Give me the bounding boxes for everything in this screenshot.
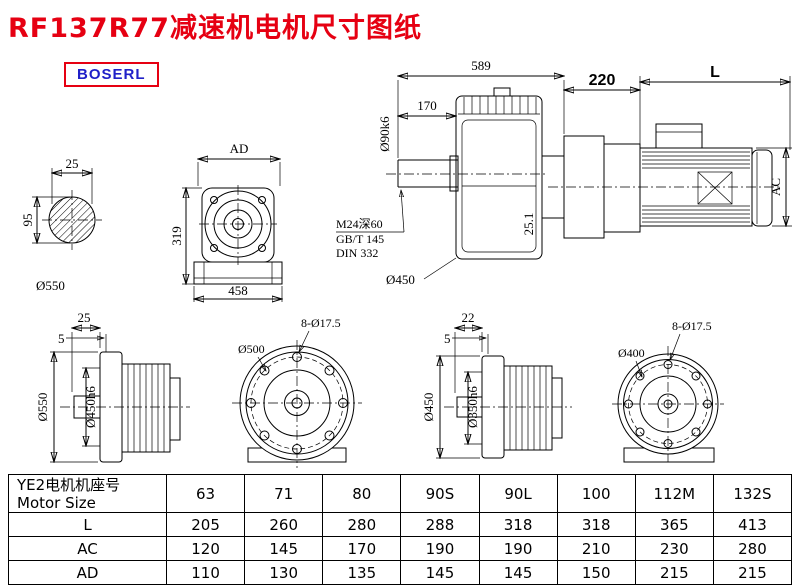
reducer-front-view: AD 319 458: [169, 141, 282, 302]
size-col: 132S: [712, 474, 793, 513]
table-cell: 365: [634, 512, 714, 537]
page-title: RF137R77减速机电机尺寸图纸: [8, 13, 422, 44]
table-cell: 145: [244, 536, 324, 561]
ff1-boltcircle-label: Ø500: [238, 342, 265, 356]
key-dim-label: 25.1: [521, 213, 536, 236]
row-label: AC: [8, 536, 167, 561]
ff2-dia-label: Ø400: [618, 346, 645, 360]
motor-size-header: YE2电机机座号 Motor Size: [8, 474, 167, 513]
dim-95-label: 95: [20, 214, 35, 227]
table-cell: 120: [165, 536, 246, 561]
shaft-section-view: 25 95 Ø550: [20, 156, 102, 293]
fs2-dia-spigot-label: Ø350h6: [465, 386, 480, 428]
fs1-dim1-label: 25: [78, 310, 91, 325]
table-cell: 210: [556, 536, 636, 561]
reducer-side-view: 589 170 Ø90k6: [336, 58, 564, 287]
dim-319-label: 319: [169, 226, 184, 246]
thread-note-3: DIN 332: [336, 246, 378, 260]
fs1-dim2-label: 5: [58, 331, 65, 346]
table-cell: 215: [634, 560, 714, 585]
size-col: 100: [556, 474, 636, 513]
table-cell: 413: [712, 512, 793, 537]
table-cell: 130: [244, 560, 324, 585]
table-cell: 205: [165, 512, 246, 537]
table-cell: 280: [712, 536, 793, 561]
thread-note-1: M24深60: [336, 217, 383, 231]
row-label: AD: [8, 560, 167, 585]
size-col: 90S: [400, 474, 480, 513]
size-col: 112M: [634, 474, 714, 513]
flange-side-view-1: 25 5 Ø550 Ø450h6: [35, 310, 190, 462]
table-cell: 135: [322, 560, 402, 585]
table-cell: 150: [556, 560, 636, 585]
dim-L-label: L: [710, 64, 720, 81]
flange-front-view-1: 8-Ø17.5 Ø500: [232, 316, 362, 468]
size-col: 63: [165, 474, 246, 513]
flange-front-view-2: 8-Ø17.5 Ø400: [612, 319, 724, 463]
brand-logo: BOSERL: [64, 62, 159, 87]
motor-size-header-cn: YE2电机机座号: [17, 475, 121, 494]
size-col: 80: [322, 474, 402, 513]
table-cell: 318: [556, 512, 636, 537]
thread-note-2: GB/T 145: [336, 232, 384, 246]
dim-589-label: 589: [471, 58, 491, 73]
fs2-dia-outer-label: Ø450: [421, 393, 436, 422]
table-cell: 280: [322, 512, 402, 537]
flange-dia-label: Ø450: [386, 272, 415, 287]
dim-170-label: 170: [417, 98, 437, 113]
table-cell: 260: [244, 512, 324, 537]
table-cell: 170: [322, 536, 402, 561]
motor-side-view: 220 L AC: [541, 64, 792, 239]
fs1-dia-outer-label: Ø550: [35, 393, 50, 422]
ff2-holes-label: 8-Ø17.5: [672, 319, 712, 333]
flange-side-view-2: 22 5 Ø450 Ø350h6: [421, 310, 572, 458]
table-cell: 190: [400, 536, 480, 561]
fs2-dim1-label: 22: [462, 310, 475, 325]
dim-AC-label: AC: [768, 178, 783, 196]
table-cell: 288: [400, 512, 480, 537]
table-row-L: L 205 260 280 288 318 318 365 413: [8, 512, 793, 537]
table-cell: 145: [400, 560, 480, 585]
dim-458-label: 458: [228, 283, 248, 298]
dia-550-label: Ø550: [36, 278, 65, 293]
dim-220-label: 220: [589, 72, 616, 89]
fs2-dim2-label: 5: [444, 331, 451, 346]
technical-drawing: 25 95 Ø550 AD: [20, 58, 792, 468]
table-row-AD: AD 110 130 135 145 145 150 215 215: [8, 560, 793, 585]
table-cell: 110: [165, 560, 246, 585]
dimension-table: YE2电机机座号 Motor Size 63 71 80 90S 90L 100…: [8, 474, 793, 585]
table-cell: 145: [478, 560, 558, 585]
row-label: L: [8, 512, 167, 537]
dim-25-label: 25: [66, 156, 79, 171]
size-col: 90L: [478, 474, 558, 513]
table-row-AC: AC 120 145 170 190 190 210 230 280: [8, 536, 793, 561]
dim-AD-label: AD: [230, 141, 249, 156]
table-cell: 318: [478, 512, 558, 537]
table-header-row: YE2电机机座号 Motor Size 63 71 80 90S 90L 100…: [8, 474, 793, 513]
ff1-holes-label: 8-Ø17.5: [301, 316, 341, 330]
table-cell: 230: [634, 536, 714, 561]
table-cell: 190: [478, 536, 558, 561]
shaft-dia-label: Ø90k6: [377, 116, 392, 152]
fs1-dia-spigot-label: Ø450h6: [83, 386, 98, 428]
motor-size-header-en: Motor Size: [17, 493, 96, 512]
table-cell: 215: [712, 560, 793, 585]
size-col: 71: [244, 474, 324, 513]
